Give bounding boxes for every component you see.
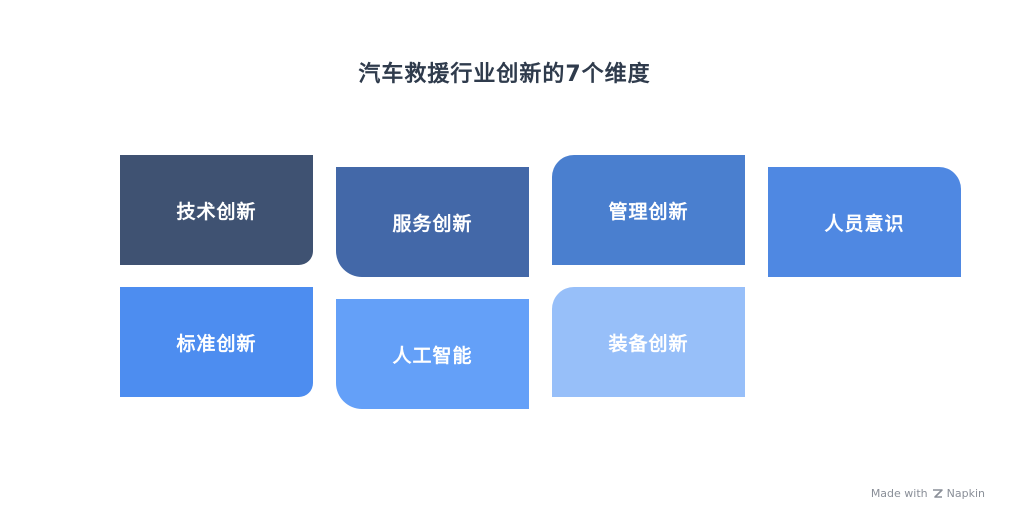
footer-made-with: Made with — [870, 487, 928, 500]
card-label: 技术创新 — [176, 200, 257, 223]
card-equipment-innovation: 装备创新 — [552, 287, 745, 397]
footer-attribution: Made with Napkin — [871, 487, 985, 500]
card-technology-innovation: 技术创新 — [120, 155, 313, 265]
card-standard-innovation: 标准创新 — [120, 287, 313, 397]
card-staff-awareness: 人员意识 — [768, 167, 961, 277]
card-management-innovation: 管理创新 — [552, 155, 745, 265]
napkin-logo-icon — [932, 488, 943, 499]
card-service-innovation: 服务创新 — [336, 167, 529, 277]
card-label: 人员意识 — [824, 212, 905, 235]
card-label: 装备创新 — [608, 332, 689, 355]
card-artificial-intelligence: 人工智能 — [336, 299, 529, 409]
diagram-title: 汽车救援行业创新的7个维度 — [358, 62, 651, 87]
footer-brand: Napkin — [946, 487, 985, 500]
card-label: 人工智能 — [392, 344, 473, 367]
card-label: 服务创新 — [392, 212, 473, 235]
card-label: 管理创新 — [608, 200, 689, 223]
card-label: 标准创新 — [176, 332, 257, 355]
